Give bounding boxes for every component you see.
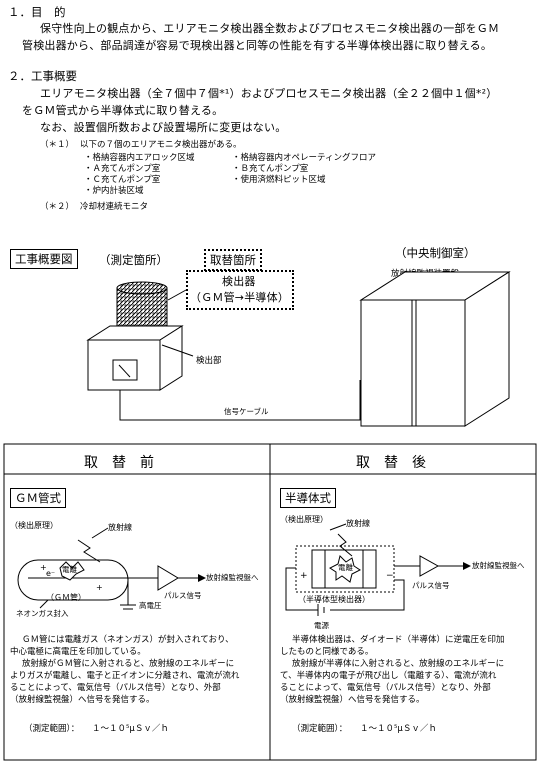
detector-base-box [86, 325, 184, 391]
detector-label: 検出器 [222, 275, 256, 288]
before-description: ＧＭ管には電離ガス（ネオンガス）が封入されており、 中心電極に高電圧を印加してい… [10, 635, 240, 705]
before-radiation: 放射線 [108, 523, 132, 532]
before-ionize: 電離 [62, 565, 77, 574]
before-to-monitor: 放射線監視盤へ [206, 573, 259, 582]
svg-text:e⁻: e⁻ [46, 569, 55, 578]
callout-leader [167, 289, 187, 301]
note1-right-item: ・格納容器内オペレーティングフロア [232, 153, 376, 163]
signal-cable [119, 380, 361, 421]
before-pulse: パルス信号 [164, 591, 202, 600]
after-range-value: １～１０⁵μＳｖ／ｈ [360, 724, 437, 734]
note2-mark: （＊２） [40, 202, 75, 212]
note1-left-item: ・Ｃ充てんポンプ室 [84, 175, 161, 185]
amplifier-triangle [419, 555, 440, 577]
after-ionize: 電離 [338, 563, 353, 572]
control-room-label: （中央制御室） [395, 246, 476, 260]
after-type: 半導体式 [280, 488, 336, 508]
before-range-value: １～１０⁵μＳｖ／ｈ [92, 724, 169, 734]
section2-line-1: エリアモニタ検出器（全７個中７個*¹）およびプロセスモニタ検出器（全２２個中１個… [40, 87, 498, 100]
after-description: 半導体検出器は、ダイオード（半導体）に逆電圧を印加 したものと同様である。 放射… [280, 635, 505, 705]
before-type: ＧＭ管式 [10, 488, 66, 508]
section2-line-3: なお、設置個所数および設置場所に変更はない。 [40, 121, 287, 134]
hv-label: 高電圧 [139, 601, 162, 610]
section1-heading: １．目 的 [8, 5, 66, 19]
section1-line-2: 管検出器から、部品調達が容易で現検出器と同等の性能を有する半導体検出器に取り替え… [22, 39, 493, 52]
after-range-label: （測定範囲）： [292, 724, 348, 734]
section2-heading: ２．工事概要 [8, 69, 77, 83]
svg-text:−: − [386, 571, 394, 581]
gm-tube-label: （ＧＭ管） [46, 593, 86, 602]
neon-label: ネオンガス封入 [16, 609, 69, 618]
amplifier-triangle [157, 565, 179, 591]
semiconductor-diagram: + − [285, 533, 471, 616]
before-header: 取 替 前 [84, 455, 154, 471]
note1-right-item: ・Ｂ充てんポンプ室 [232, 164, 309, 174]
power-label: 電源 [314, 621, 329, 630]
overview-title: 工事概要図 [10, 249, 78, 269]
semi-label: （半導体型検出器） [298, 595, 370, 604]
meter-icon [112, 359, 138, 381]
detector-sub: （ＧＭ管→半導体） [190, 291, 290, 304]
before-principle: （検出原理） [10, 521, 58, 530]
section2-line-2: をＧＭ管式から半導体式に取り替える。 [22, 104, 224, 117]
detector-callout [186, 270, 294, 310]
after-pulse: パルス信号 [412, 581, 450, 590]
svg-text:+: + [96, 583, 103, 592]
note1-text: 以下の７個のエリアモニタ検出器がある。 [80, 140, 242, 150]
after-header: 取 替 後 [356, 455, 426, 471]
detector-unit-label: 検出部 [196, 356, 222, 366]
note1-left-item: ・格納容器内エアロック区域 [84, 153, 195, 163]
radiation-arrow [337, 533, 353, 557]
note1-left-item: ・炉内計装区域 [84, 186, 144, 196]
note1-mark: （＊１） [40, 140, 75, 150]
measure-label: （測定箇所） [99, 253, 168, 267]
after-principle: （検出原理） [280, 515, 328, 524]
note1-left-item: ・Ａ充てんポンプ室 [84, 164, 161, 174]
after-to-monitor: 放射線監視盤へ [472, 561, 525, 570]
before-range-label: （測定範囲）： [24, 724, 80, 734]
cable-label: 信号ケーブル [224, 407, 269, 416]
gm-tube-diagram: + e⁻ + [17, 539, 206, 610]
section1-line-1: 保守性向上の観点から、エリアモニタ検出器全数およびプロセスモニタ検出器の一部をＧ… [40, 22, 500, 35]
radiation-arrow [77, 539, 101, 563]
svg-text:+: + [40, 563, 47, 572]
after-radiation: 放射線 [346, 519, 370, 528]
svg-text:+: + [300, 571, 308, 581]
control-cabinet [359, 271, 511, 427]
note2-text: 冷却材連続モニタ [80, 202, 149, 212]
note1-right-item: ・使用済燃料ピット区域 [232, 175, 326, 185]
